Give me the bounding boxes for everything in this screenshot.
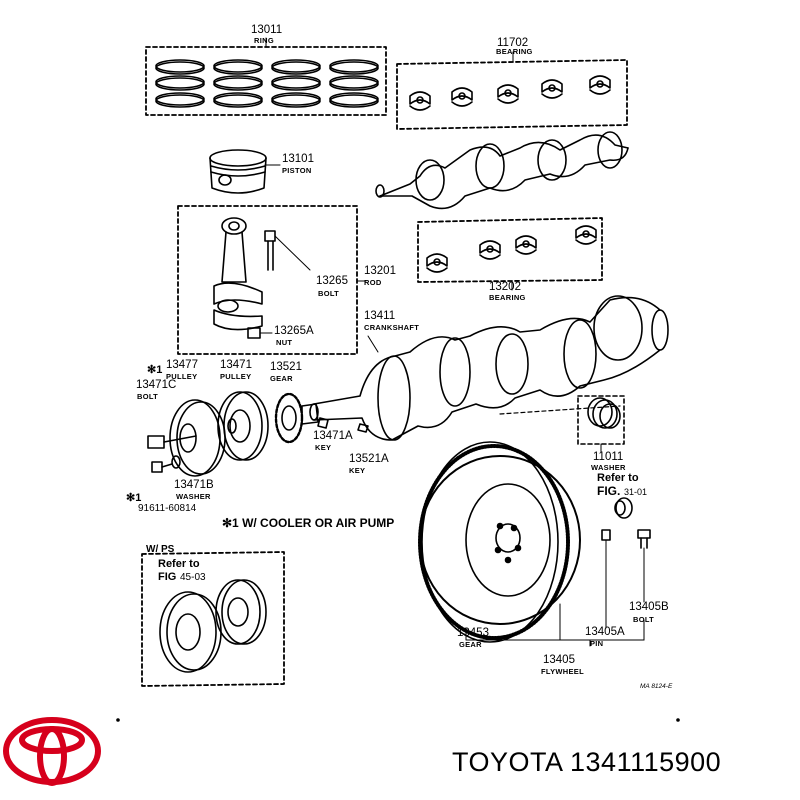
- rod-bolt-part-name: BOLT: [318, 289, 340, 298]
- pulley2-part-name: PULLEY: [220, 372, 252, 381]
- bearing-shell: [451, 87, 473, 107]
- thrust-washer-part-number: 11011: [593, 451, 624, 463]
- flywheel-part-name: FLYWHEEL: [541, 667, 584, 676]
- piston-ring: [271, 59, 321, 75]
- crankshaft-part-number: 13411: [364, 310, 396, 322]
- refer-fig2-line1: Refer to: [158, 558, 200, 570]
- rod-bolt-part-number: 13265: [316, 275, 348, 287]
- flywheel-bolt-part-number: 13405B: [629, 601, 669, 613]
- star-mark-1: ✻1: [147, 364, 163, 376]
- pulley-assembly-drawing: [147, 391, 369, 477]
- piston-drawing: [209, 149, 281, 194]
- ring-gear-part-number: 13453: [457, 627, 489, 639]
- ring-part-name: RING: [254, 36, 274, 45]
- piston-ring: [213, 92, 263, 108]
- pulley-bolt-part-name: BOLT: [137, 392, 159, 401]
- piston-ring: [213, 59, 263, 75]
- bearing-shell: [497, 84, 519, 104]
- refer-fig1-line2: FIG.: [597, 484, 621, 498]
- bearing-shell: [426, 253, 448, 273]
- gear-small-part-name: GEAR: [270, 374, 293, 383]
- bearing-shell: [575, 225, 597, 245]
- flywheel-drawing: [418, 441, 651, 647]
- pulley-washer-part-number: 13471B: [174, 479, 214, 491]
- piston-ring: [155, 92, 205, 108]
- bearing-top-group: [396, 51, 628, 130]
- key2-part-name: KEY: [349, 466, 366, 475]
- piston-ring: [155, 59, 205, 75]
- rod-group: [177, 205, 367, 355]
- rod-part-number: 13201: [364, 265, 396, 277]
- bearing-shell: [541, 79, 563, 99]
- bearing-shell: [515, 235, 537, 255]
- wps-note: W/ PS: [146, 544, 175, 555]
- piston-part-number: 13101: [282, 153, 314, 165]
- thrust-washer-part-name: WASHER: [591, 463, 626, 472]
- gear-small-part-number: 13521: [270, 361, 302, 373]
- piston-ring: [329, 75, 379, 91]
- key1-part-number: 13471A: [313, 430, 353, 442]
- piston-part-name: PISTON: [282, 166, 312, 175]
- piston-ring: [329, 92, 379, 108]
- bearing-top-part-name: BEARING: [496, 47, 533, 56]
- bearing-shell: [409, 91, 431, 111]
- cooler-note: ✻1 W/ COOLER OR AIR PUMP: [222, 516, 395, 530]
- wps-inset-drawing: [141, 551, 285, 687]
- star-mark-2: ✻1: [126, 492, 142, 504]
- bearing-bottom-part-name: BEARING: [489, 293, 526, 302]
- flywheel-part-number: 13405: [543, 654, 575, 666]
- pulley1-part-number: 13477: [166, 359, 198, 371]
- thrust-washer-drawing: [577, 395, 633, 519]
- bearing-top-part-number: 11702: [497, 37, 529, 49]
- refer-fig1-line1: Refer to: [597, 472, 639, 484]
- crankshaft-upper-drawing: [375, 131, 629, 210]
- refer-fig2-line2: FIG: [158, 571, 177, 583]
- nut-part-name: NUT: [276, 338, 293, 347]
- bearing-bottom-group: [417, 217, 603, 291]
- ring-gear-part-name: GEAR: [459, 640, 482, 649]
- piston-ring: [155, 75, 205, 91]
- pulley1-part-name: PULLEY: [166, 372, 198, 381]
- drawing-code: MA 8124-E: [640, 683, 673, 690]
- pulley-bolt-part-number: 13471C: [136, 379, 177, 391]
- small-bolt-part-number: 91611-60814: [138, 503, 197, 514]
- piston-ring: [329, 59, 379, 75]
- bearing-shell: [589, 75, 611, 95]
- nut-part-number: 13265A: [274, 325, 314, 337]
- ring-part-number: 13011: [251, 24, 283, 36]
- toyota-logo-icon: [3, 717, 101, 786]
- flywheel-bolt-part-name: BOLT: [633, 615, 655, 624]
- ring-set-group: [145, 37, 387, 116]
- pulley2-part-number: 13471: [220, 359, 252, 371]
- piston-ring: [213, 75, 263, 91]
- pin-part-name: PIN: [590, 639, 604, 648]
- piston-ring: [271, 75, 321, 91]
- pulley-washer-part-name: WASHER: [176, 492, 211, 501]
- piston-ring: [271, 92, 321, 108]
- crankshaft-main-drawing: [309, 295, 669, 441]
- crankshaft-part-name: CRANKSHAFT: [364, 323, 420, 332]
- rod-part-name: ROD: [364, 278, 382, 287]
- key2-part-number: 13521A: [349, 453, 389, 465]
- bearing-shell: [479, 240, 501, 260]
- refer-fig2-number: 45-03: [180, 572, 206, 583]
- pin-part-number: 13405A: [585, 626, 625, 638]
- key1-part-name: KEY: [315, 443, 332, 452]
- brand-part-number-caption: TOYOTA 1341115900: [452, 747, 722, 777]
- refer-fig1-number: 31-01: [624, 487, 648, 497]
- bearing-bottom-part-number: 13202: [489, 281, 521, 293]
